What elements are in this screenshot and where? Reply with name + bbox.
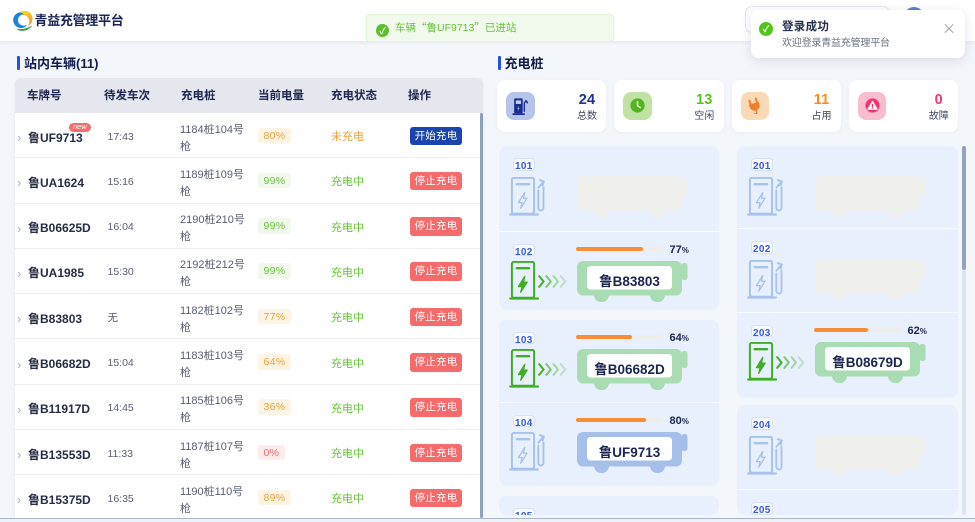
svg-text:鲁B06682D: 鲁B06682D: [594, 358, 665, 378]
svg-text:鲁B08679D: 鲁B08679D: [832, 351, 903, 371]
svg-text:鲁B83803: 鲁B83803: [599, 270, 660, 290]
svg-text:鲁UF9713: 鲁UF9713: [599, 441, 661, 461]
